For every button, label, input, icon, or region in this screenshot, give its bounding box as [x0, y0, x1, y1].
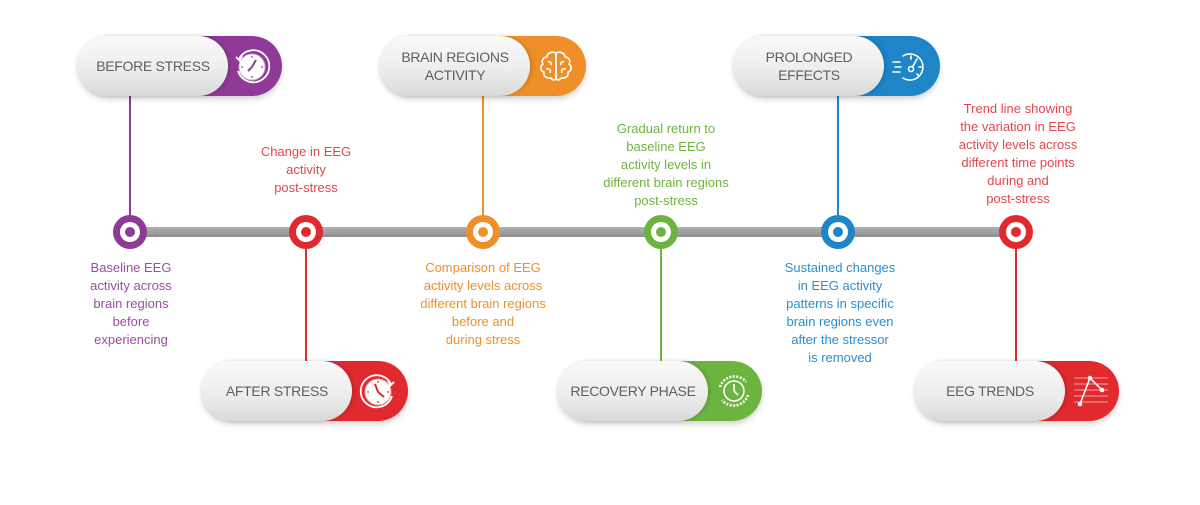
pill-prolonged-effects: PROLONGED EFFECTS [734, 36, 940, 96]
pill-label: PROLONGED EFFECTS [734, 36, 884, 96]
node-prolonged-effects [821, 215, 855, 249]
desc-before-stress: Baseline EEG activity across brain regio… [90, 260, 172, 347]
pill-recovery-phase: RECOVERY PHASE [558, 361, 762, 421]
node-before-stress [113, 215, 147, 249]
node-brain-regions [466, 215, 500, 249]
node-eeg-trends [999, 215, 1033, 249]
clock-cycle-icon [718, 375, 750, 407]
timeline-bar [130, 227, 1018, 237]
stem-brain-regions [482, 96, 484, 216]
stem-eeg-trends [1015, 245, 1017, 363]
node-recovery-phase [644, 215, 678, 249]
pill-before-stress: BEFORE STRESS [78, 36, 282, 96]
brain-icon [540, 51, 572, 81]
stem-recovery-phase [660, 245, 662, 363]
pill-label: EEG TRENDS [915, 361, 1065, 421]
pill-label: BEFORE STRESS [78, 36, 228, 96]
desc-eeg-trends: Trend line showing the variation in EEG … [958, 101, 1078, 206]
pill-label: BRAIN REGIONS ACTIVITY [380, 36, 530, 96]
pill-brain-regions: BRAIN REGIONS ACTIVITY [380, 36, 586, 96]
pill-after-stress: AFTER STRESS [202, 361, 408, 421]
stem-after-stress [305, 245, 307, 363]
stem-before-stress [129, 96, 131, 216]
clock-rewind-icon [235, 49, 271, 84]
stem-prolonged-effects [837, 96, 839, 216]
desc-prolonged-effects: Sustained changes in EEG activity patter… [784, 260, 896, 365]
speedometer-icon [892, 53, 924, 81]
pill-label: RECOVERY PHASE [558, 361, 708, 421]
desc-recovery-phase: Gradual return to baseline EEG activity … [603, 121, 729, 208]
node-after-stress [289, 215, 323, 249]
clock-forward-icon [359, 374, 395, 409]
desc-brain-regions: Comparison of EEG activity levels across… [420, 260, 546, 347]
pill-label: AFTER STRESS [202, 361, 352, 421]
desc-after-stress: Change in EEG activity post-stress [260, 144, 352, 195]
trend-line-icon [1074, 375, 1108, 407]
pill-eeg-trends: EEG TRENDS [915, 361, 1119, 421]
